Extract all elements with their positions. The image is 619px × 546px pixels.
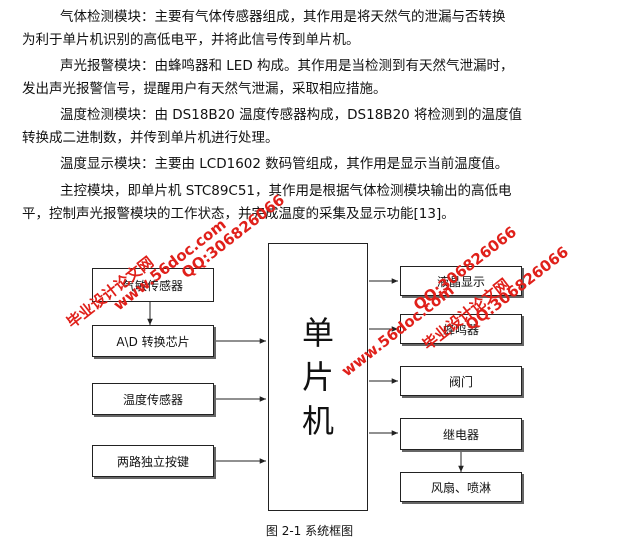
lcd-box: 液晶显示	[400, 266, 522, 296]
box-label: 液晶显示	[436, 274, 485, 289]
box-label: 继电器	[442, 427, 479, 442]
paragraph-line: 转换成二进制数，并传到单片机进行处理。	[22, 130, 279, 146]
box-label: 气敏传感器	[122, 278, 183, 293]
paragraph-line: 为利于单片机识别的高低电平，并将此信号传到单片机。	[22, 32, 360, 48]
paragraph-line: 温度显示模块：主要由 LCD1602 数码管组成，其作用是显示当前温度值。	[60, 156, 509, 172]
box-label: 温度传感器	[122, 392, 183, 407]
paragraph-line: 温度检测模块：由 DS18B20 温度传感器构成，DS18B20 将检测到的温度…	[60, 107, 523, 123]
mcu-box: 单 片 机	[268, 243, 368, 511]
paragraph-line: 平，控制声光报警模块的工作状态，并完成温度的采集及显示功能[13]。	[22, 206, 455, 222]
paragraph-mcu: 主控模块，即单片机 STC89C51，其作用是根据气体检测模块输出的高低电 平，…	[22, 180, 602, 226]
paragraph-line: 主控模块，即单片机 STC89C51，其作用是根据气体检测模块输出的高低电	[60, 183, 512, 199]
keys-box: 两路独立按键	[92, 445, 214, 477]
temp-sensor-box: 温度传感器	[92, 383, 214, 415]
buzzer-box: 蜂鸣器	[400, 314, 522, 344]
box-label: 阀门	[448, 374, 473, 389]
relay-box: 继电器	[400, 418, 522, 450]
paragraph-temp-display: 温度显示模块：主要由 LCD1602 数码管组成，其作用是显示当前温度值。	[22, 153, 602, 176]
paragraph-line: 气体检测模块：主要有气体传感器组成，其作用是将天然气的泄漏与否转换	[60, 9, 506, 25]
figure-caption: 图 2-1 系统框图	[265, 524, 354, 538]
gas-sensor-box: 气敏传感器	[92, 268, 214, 302]
box-label: A\D 转换芯片	[116, 334, 190, 349]
fan-sprinkler-box: 风扇、喷淋	[400, 472, 522, 502]
mcu-label: 单 片 机	[301, 314, 334, 440]
ad-converter-box: A\D 转换芯片	[92, 325, 214, 357]
box-label: 两路独立按键	[116, 454, 189, 469]
paragraph-temp-detect: 温度检测模块：由 DS18B20 温度传感器构成，DS18B20 将检测到的温度…	[22, 104, 602, 150]
paragraph-alarm: 声光报警模块：由蜂鸣器和 LED 构成。其作用是当检测到有天然气泄漏时， 发出声…	[22, 55, 602, 101]
paragraph-line: 声光报警模块：由蜂鸣器和 LED 构成。其作用是当检测到有天然气泄漏时，	[60, 58, 514, 74]
paragraph-line: 发出声光报警信号，提醒用户有天然气泄漏，采取相应措施。	[22, 81, 387, 97]
paragraph-gas: 气体检测模块：主要有气体传感器组成，其作用是将天然气的泄漏与否转换 为利于单片机…	[22, 6, 602, 52]
box-label: 蜂鸣器	[442, 322, 479, 337]
valve-box: 阀门	[400, 366, 522, 396]
box-label: 风扇、喷淋	[430, 480, 491, 495]
